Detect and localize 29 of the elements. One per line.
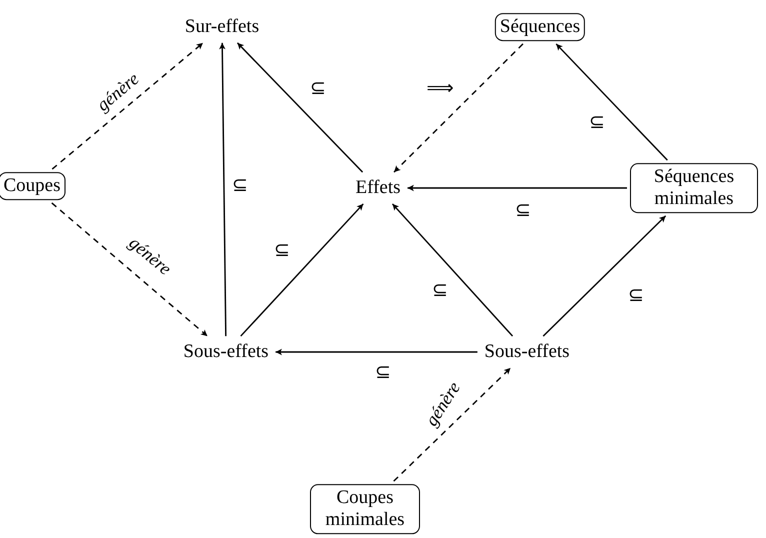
arrow: [52, 42, 204, 170]
edge-label: ⊆: [628, 284, 644, 307]
edge-label: ⊆: [232, 174, 248, 197]
edge-label: ⊆: [589, 111, 605, 134]
arrow: [240, 203, 364, 337]
rounded-box: Coupes: [0, 172, 66, 200]
implies-symbol: ⟹: [426, 77, 454, 100]
arrow: [219, 42, 226, 336]
arrow: [393, 367, 512, 482]
node-label: Sous-effets: [179, 339, 273, 365]
node-label: Sur-effets: [180, 14, 264, 40]
edge-label: ⊆: [375, 361, 391, 384]
arrow: [408, 184, 627, 192]
arrow: [394, 43, 524, 173]
node-label: Sous-effets: [480, 339, 574, 365]
edge-label: ⊆: [515, 199, 531, 222]
rounded-box: Coupes minimales: [310, 484, 420, 534]
edge-label: ⊆: [274, 239, 290, 262]
edge-label: ⊆: [432, 279, 448, 302]
arrow: [276, 348, 478, 356]
rounded-box: Séquences: [494, 13, 586, 41]
arrow: [236, 42, 364, 173]
arrow: [392, 203, 514, 337]
node-label: Effets: [351, 175, 405, 201]
edge-label: ⊆: [310, 77, 326, 100]
arrow: [556, 43, 668, 161]
arrow: [542, 215, 666, 337]
arrow: [51, 202, 208, 337]
rounded-box: Séquences minimales: [630, 163, 758, 213]
